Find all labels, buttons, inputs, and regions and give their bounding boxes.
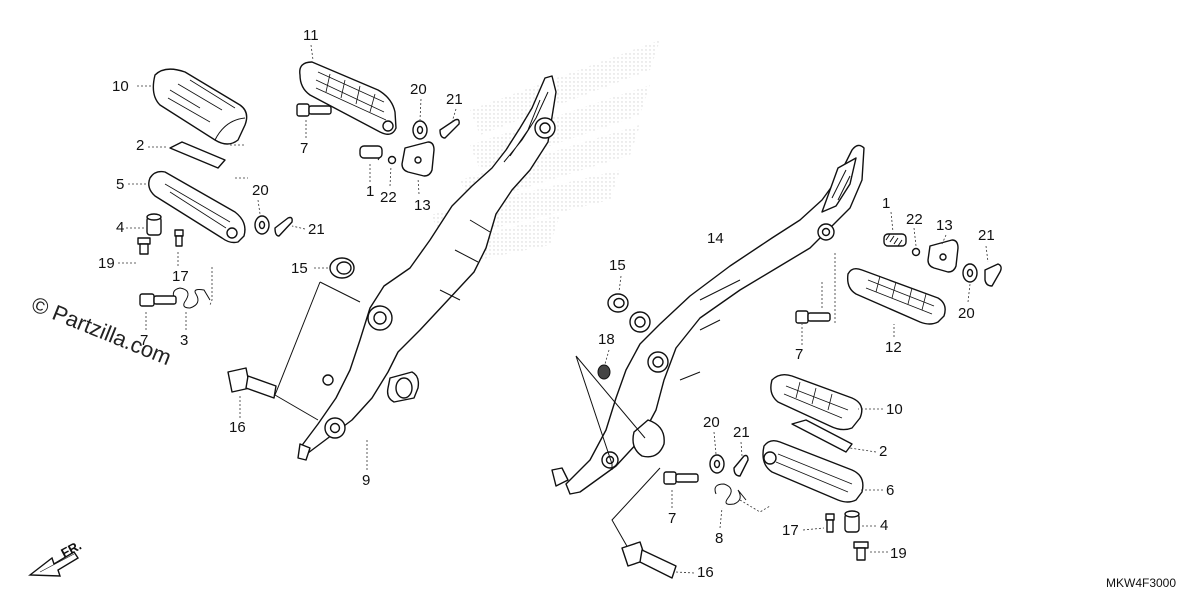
callout-15-left: 15 bbox=[291, 260, 308, 277]
callout-17-left: 17 bbox=[172, 268, 189, 285]
bolt-19-right bbox=[853, 541, 869, 561]
callout-20-left: 20 bbox=[252, 182, 269, 199]
callout-21-right-upper: 21 bbox=[978, 227, 995, 244]
bolt-16-left bbox=[227, 367, 277, 399]
plate-right bbox=[791, 419, 853, 453]
callout-22-left: 22 bbox=[380, 189, 397, 206]
callout-11: 11 bbox=[303, 27, 319, 44]
callout-7-left-upper: 7 bbox=[300, 140, 308, 157]
callout-13-right: 13 bbox=[936, 217, 953, 234]
plate-left bbox=[169, 141, 226, 169]
callout-1-left: 1 bbox=[366, 183, 374, 200]
washer-20-right-upper bbox=[962, 263, 978, 283]
step-holder-left bbox=[297, 75, 557, 461]
front-direction-arrow: FR. bbox=[28, 538, 84, 577]
callout-5-left: 5 bbox=[116, 176, 124, 193]
bolt-17-right bbox=[825, 513, 835, 533]
washer-20-right-lower bbox=[709, 454, 725, 474]
pin-7-upper-left bbox=[296, 103, 332, 117]
bolt-17-left bbox=[174, 229, 184, 247]
callout-19-left: 19 bbox=[98, 255, 115, 272]
callout-7-left-lower: 7 bbox=[140, 332, 148, 349]
plate-13-right bbox=[927, 239, 959, 273]
callout-18: 18 bbox=[598, 331, 615, 348]
callout-13-left: 13 bbox=[414, 197, 431, 214]
callout-10-left: 10 bbox=[112, 78, 129, 95]
callout-4-right: 4 bbox=[880, 517, 888, 534]
plate-13-upper-left bbox=[401, 141, 435, 177]
ball-22-upper-left bbox=[387, 155, 397, 165]
callout-8: 8 bbox=[715, 530, 723, 547]
callout-4-left: 4 bbox=[116, 219, 124, 236]
step-left bbox=[148, 170, 246, 244]
pin-21-right-lower bbox=[733, 454, 749, 477]
pin-7-right-lower bbox=[663, 471, 699, 485]
spring-1-right bbox=[883, 233, 907, 247]
callout-21-right-lower: 21 bbox=[733, 424, 750, 441]
spring-8-right bbox=[714, 483, 747, 505]
washer-20-left bbox=[254, 215, 270, 235]
diagram-code: MKW4F3000 bbox=[1106, 576, 1176, 590]
footpeg-12-right bbox=[846, 267, 946, 325]
callout-2-right: 2 bbox=[879, 443, 887, 460]
spring-1-upper-left bbox=[359, 145, 383, 161]
callout-21-left-upper: 21 bbox=[446, 91, 463, 108]
callout-17-right: 17 bbox=[782, 522, 799, 539]
callout-1-right: 1 bbox=[882, 195, 890, 212]
callout-12: 12 bbox=[885, 339, 902, 356]
callout-7-right-lower: 7 bbox=[668, 510, 676, 527]
footpeg-11-left bbox=[299, 61, 397, 135]
callout-20-right-upper: 20 bbox=[958, 305, 975, 322]
collar-left bbox=[146, 213, 162, 236]
callout-20-left-upper: 20 bbox=[410, 81, 427, 98]
washer-20-upper-left bbox=[412, 120, 428, 140]
front-direction-label: FR. bbox=[58, 538, 84, 561]
footpeg-rubber-left bbox=[152, 68, 248, 145]
callout-21-left: 21 bbox=[308, 221, 325, 238]
callout-14: 14 bbox=[707, 230, 724, 247]
cap-15-left bbox=[329, 257, 355, 279]
pin-21-right-upper bbox=[984, 263, 1002, 287]
callout-9: 9 bbox=[362, 472, 370, 489]
cap-15-right bbox=[607, 293, 629, 313]
pin-7-left bbox=[139, 293, 177, 307]
spring-3-left bbox=[172, 287, 211, 309]
callout-10-right: 10 bbox=[886, 401, 903, 418]
callout-2-left: 2 bbox=[136, 137, 144, 154]
callout-16-left: 16 bbox=[229, 419, 246, 436]
callout-15-right: 15 bbox=[609, 257, 626, 274]
pin-21-left bbox=[274, 216, 293, 237]
callout-3-left: 3 bbox=[180, 332, 188, 349]
bolt-16-right bbox=[621, 541, 677, 579]
pin-21-upper-left bbox=[439, 118, 460, 139]
bolt-19-left bbox=[137, 237, 151, 255]
callout-20-right-lower: 20 bbox=[703, 414, 720, 431]
callout-6: 6 bbox=[886, 482, 894, 499]
collar-4-right bbox=[844, 510, 860, 533]
callout-16-right: 16 bbox=[697, 564, 714, 581]
step-holder-right bbox=[551, 144, 865, 495]
clip-18-right bbox=[597, 364, 611, 380]
ball-22-right bbox=[911, 247, 921, 257]
step-right bbox=[762, 439, 864, 503]
pin-7-right-upper bbox=[795, 310, 831, 324]
callout-19-right: 19 bbox=[890, 545, 907, 562]
callout-7-right-upper: 7 bbox=[795, 346, 803, 363]
footpeg-rubber-right bbox=[770, 373, 863, 431]
callout-22-right: 22 bbox=[906, 211, 923, 228]
